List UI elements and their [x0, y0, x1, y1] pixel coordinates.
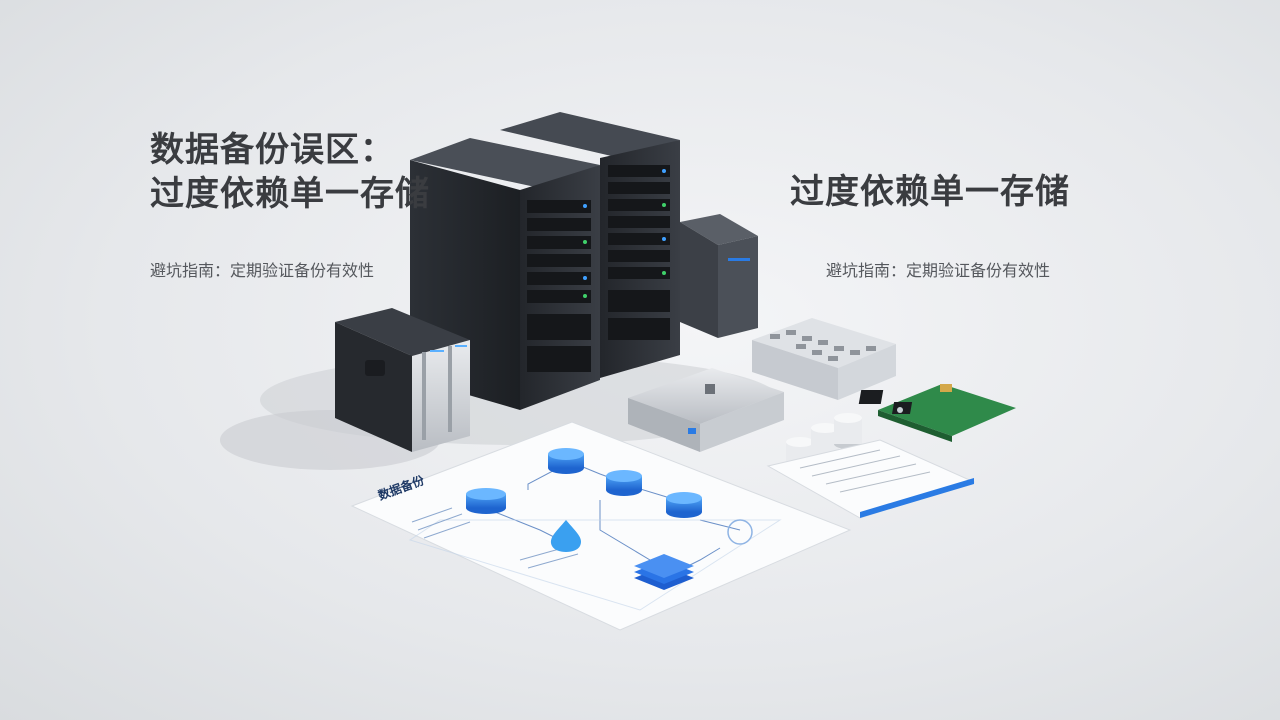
database-icon [548, 448, 584, 474]
diagram-paper: 数据备份 [350, 421, 852, 631]
page-title-line1: 数据备份误区： [150, 130, 395, 170]
title-block-left: 数据备份误区： 过度依赖单一存储 [150, 128, 430, 216]
report-sheet [766, 439, 976, 519]
rack-right-units [608, 165, 670, 340]
database-icon [466, 488, 506, 514]
server-rack-left [410, 138, 600, 410]
subtitle-right: 避坑指南：定期验证备份有效性 [826, 261, 1051, 280]
storage-layers-icon [634, 554, 694, 590]
database-icon [666, 492, 702, 518]
rack-left-units [527, 200, 591, 372]
tower-server [680, 214, 758, 338]
page-title-line2: 过度依赖单一存储 [150, 174, 430, 214]
title-right: 过度依赖单一存储 [790, 172, 1070, 212]
circuit-board [858, 384, 1016, 442]
server-rack-right [500, 112, 680, 378]
nas-enclosure [335, 308, 470, 452]
droplet-icon [550, 520, 582, 552]
subtitle-left: 避坑指南：定期验证备份有效性 [150, 261, 375, 280]
cloud-target-icon [727, 519, 753, 545]
mini-appliance [628, 368, 784, 452]
database-icon [606, 470, 642, 496]
vented-chassis [752, 318, 896, 400]
